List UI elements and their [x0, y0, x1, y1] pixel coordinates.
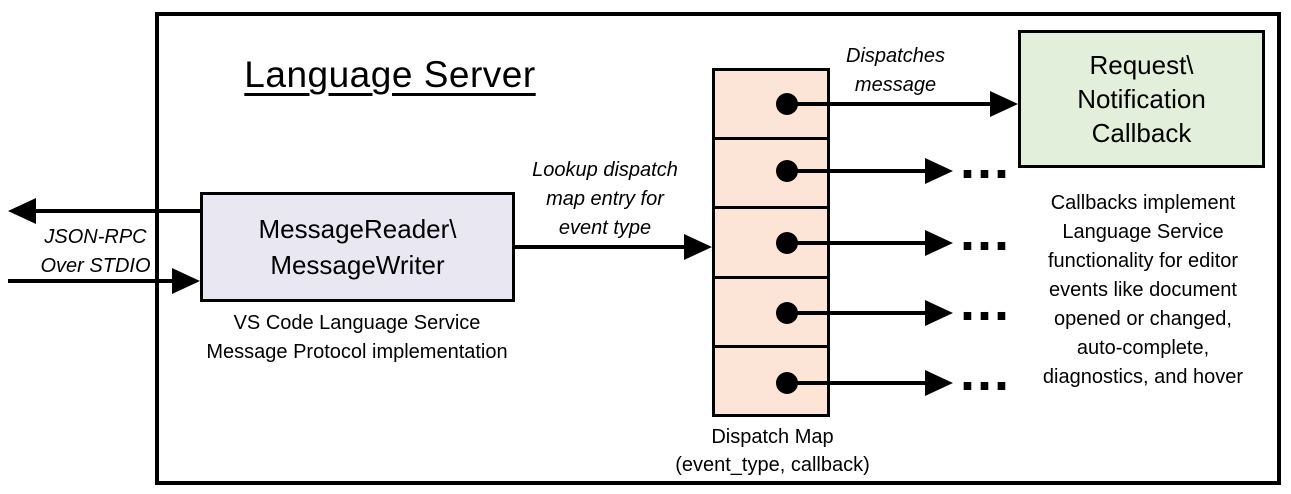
lookup-dispatch-label: Lookup dispatch map entry for event type [532, 159, 678, 239]
dispatch-map-cell [715, 348, 827, 414]
dispatch-map-cell [715, 209, 827, 279]
dispatch-map-caption: Dispatch Map (event_type, callback) [675, 426, 870, 476]
language-server-boundary-box [155, 12, 1281, 485]
ellipsis-row-5: ... [960, 342, 1012, 402]
message-box-caption: VS Code Language Service Message Protoco… [206, 312, 508, 363]
request-notification-callback-label: Request\ Notification Callback [1077, 50, 1206, 148]
dispatch-map-box [712, 68, 830, 417]
message-reader-writer-box: MessageReader\ MessageWriter [200, 192, 515, 302]
request-notification-callback-box: Request\ Notification Callback [1018, 30, 1265, 168]
message-reader-writer-label: MessageReader\ MessageWriter [258, 214, 457, 280]
diagram-title: Language Server [244, 54, 536, 95]
ellipsis-row-2: ... [960, 130, 1012, 190]
callbacks-note: Callbacks implement Language Service fun… [1042, 192, 1244, 388]
ellipsis-row-4: ... [960, 272, 1012, 332]
dispatch-map-cell [715, 279, 827, 348]
dispatch-map-cell [715, 71, 827, 141]
json-rpc-stdio-label: JSON-RPC Over STDIO [40, 226, 151, 277]
ellipsis-row-3: ... [960, 202, 1012, 262]
dispatch-map-cell [715, 140, 827, 210]
dispatches-message-label: Dispatches message [846, 45, 945, 96]
